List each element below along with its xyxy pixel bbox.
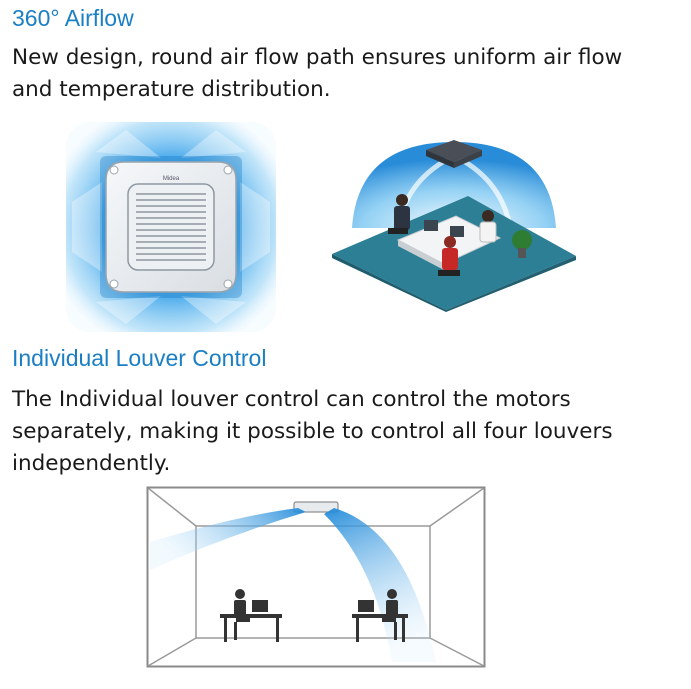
brand-mark: Midea [163, 176, 180, 182]
section-body-airflow: New design, round air flow path ensures … [12, 42, 687, 106]
body-line: independently. [12, 451, 171, 476]
body-line: The Individual louver control can contro… [12, 387, 571, 412]
room-airflow-icon [146, 486, 486, 668]
body-line: and temperature distribution. [12, 77, 331, 102]
section-heading-louver: Individual Louver Control [12, 345, 267, 371]
office-airflow-icon [332, 140, 576, 312]
cassette-unit-icon: Midea [66, 122, 276, 332]
body-line: New design, round air flow path ensures … [12, 45, 623, 70]
body-line: separately, making it possible to contro… [12, 419, 613, 444]
section-body-louver: The Individual louver control can contro… [12, 384, 687, 480]
section-heading-airflow: 360° Airflow [12, 5, 134, 31]
